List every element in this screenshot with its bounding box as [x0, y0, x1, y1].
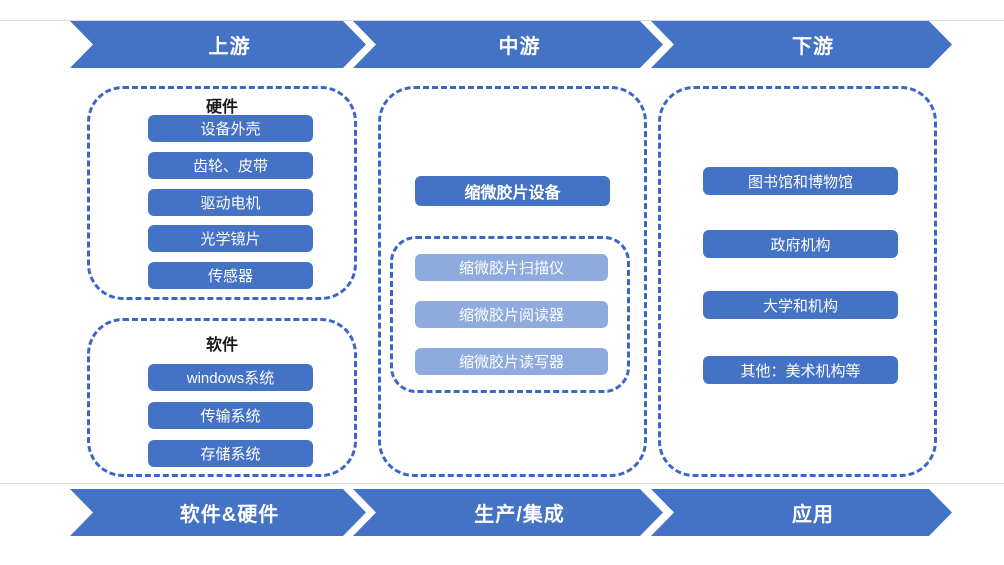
midstream-sub-item: 缩微胶片读写器 — [415, 348, 608, 375]
software-group-title: 软件 — [205, 337, 238, 354]
downstream-item: 图书馆和博物馆 — [703, 167, 898, 195]
software-group-box — [87, 318, 357, 477]
arrow-midstream: 中游 — [353, 21, 663, 68]
arrow-production-integration: 生产/集成 — [353, 489, 663, 536]
hardware-item: 驱动电机 — [148, 189, 313, 216]
arrow-downstream: 下游 — [651, 21, 952, 68]
arrow-production-integration-label: 生产/集成 — [474, 504, 565, 526]
arrow-application-label: 应用 — [792, 504, 834, 526]
midstream-sub-item: 缩微胶片扫描仪 — [415, 254, 608, 281]
midstream-sub-group-box — [390, 236, 630, 393]
downstream-item: 其他：美术机构等 — [703, 356, 898, 384]
hardware-group-title: 硬件 — [205, 99, 238, 116]
hardware-item: 齿轮、皮带 — [148, 152, 313, 179]
hardware-item: 光学镜片 — [148, 225, 313, 252]
midstream-sub-item: 缩微胶片阅读器 — [415, 301, 608, 328]
arrow-software-hardware-label: 软件&硬件 — [179, 504, 280, 526]
arrow-software-hardware: 软件&硬件 — [70, 489, 366, 536]
downstream-group-box — [658, 86, 937, 477]
midstream-group-box — [378, 86, 647, 477]
hardware-group-box — [87, 86, 357, 300]
software-item: 传输系统 — [148, 402, 313, 429]
software-item: 存储系统 — [148, 440, 313, 467]
arrow-midstream-label: 中游 — [498, 36, 541, 58]
midstream-main-item: 缩微胶片设备 — [415, 176, 610, 206]
software-item: windows系统 — [148, 364, 313, 391]
downstream-item: 大学和机构 — [703, 291, 898, 319]
arrow-application: 应用 — [651, 489, 952, 536]
bottom-divider-line — [0, 483, 1004, 484]
hardware-item: 传感器 — [148, 262, 313, 289]
arrow-upstream-label: 上游 — [208, 36, 251, 58]
arrow-upstream: 上游 — [70, 21, 366, 68]
arrow-downstream-label: 下游 — [792, 36, 834, 58]
downstream-item: 政府机构 — [703, 230, 898, 258]
top-divider-line — [0, 20, 1004, 21]
hardware-item: 设备外壳 — [148, 115, 313, 142]
